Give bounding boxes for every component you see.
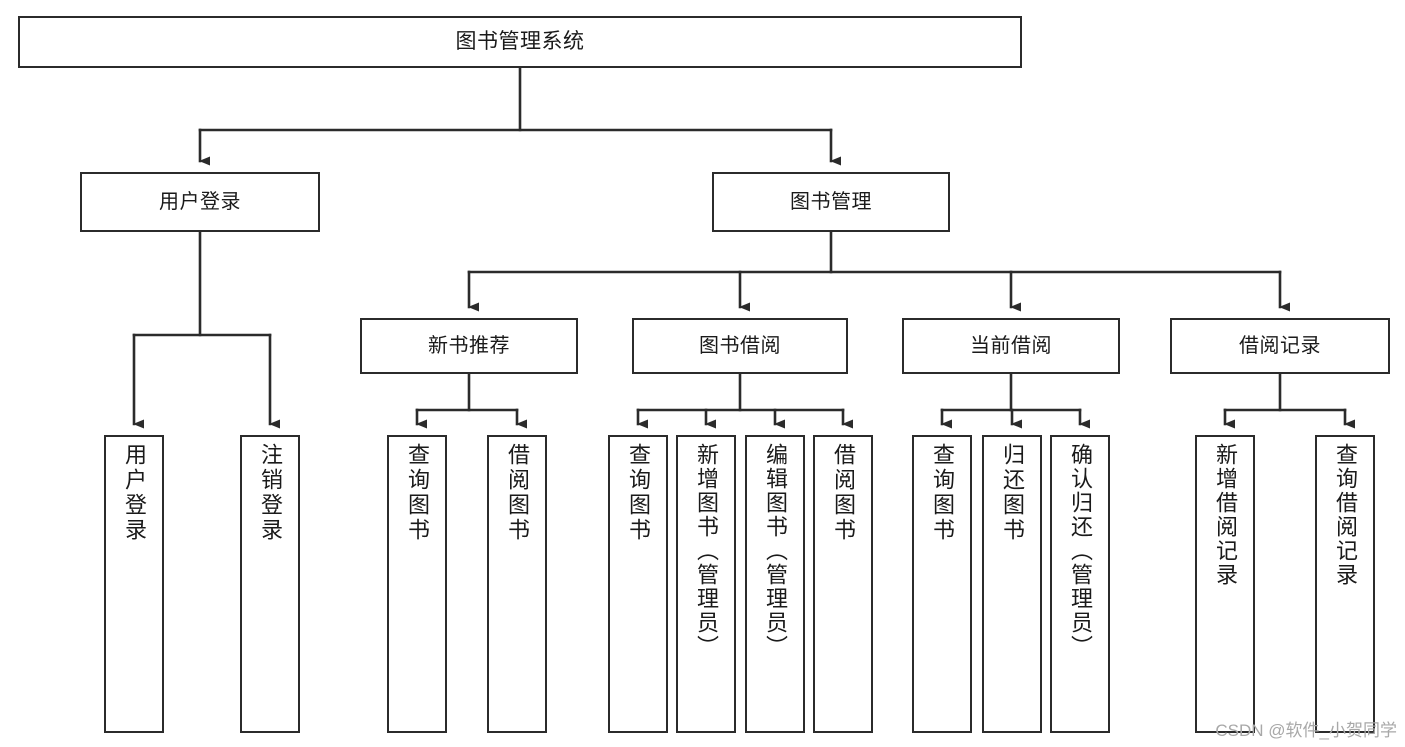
node-leaf-borrow-book-bor[interactable]: 借阅图书: [813, 435, 873, 733]
node-current-borrow-label: 当前借阅: [970, 334, 1052, 357]
node-book-manage-label: 图书管理: [790, 190, 872, 213]
node-leaf-user-login[interactable]: 用户登录: [104, 435, 164, 733]
node-leaf-query-book-bor[interactable]: 查询图书: [608, 435, 668, 733]
node-leaf-add-record-label: 新增借阅记录: [1213, 443, 1238, 587]
node-leaf-user-login-label: 用户登录: [122, 443, 147, 543]
node-leaf-borrow-book-bor-label: 借阅图书: [831, 443, 856, 543]
node-leaf-edit-book[interactable]: 编辑图书（管理员）: [745, 435, 805, 733]
node-leaf-query-book-cur-label: 查询图书: [930, 443, 955, 543]
node-leaf-confirm-return-label: 确认归还（管理员）: [1068, 443, 1093, 659]
node-book-borrow-label: 图书借阅: [699, 334, 781, 357]
node-user-login[interactable]: 用户登录: [80, 172, 320, 232]
node-leaf-edit-book-label: 编辑图书（管理员）: [763, 443, 788, 659]
node-current-borrow[interactable]: 当前借阅: [902, 318, 1120, 374]
node-leaf-query-book-rec-label: 查询图书: [405, 443, 430, 543]
node-book-borrow[interactable]: 图书借阅: [632, 318, 848, 374]
node-user-login-label: 用户登录: [159, 190, 241, 213]
node-leaf-query-book-bor-label: 查询图书: [626, 443, 651, 543]
node-leaf-add-book-label: 新增图书（管理员）: [694, 443, 719, 659]
node-leaf-return-book-label: 归还图书: [1000, 443, 1025, 543]
node-leaf-query-record-label: 查询借阅记录: [1333, 443, 1358, 587]
node-leaf-logout-label: 注销登录: [258, 443, 283, 543]
node-leaf-query-record[interactable]: 查询借阅记录: [1315, 435, 1375, 733]
node-leaf-logout[interactable]: 注销登录: [240, 435, 300, 733]
node-root-system[interactable]: 图书管理系统: [18, 16, 1022, 68]
node-root-label: 图书管理系统: [455, 30, 585, 54]
node-leaf-query-book-cur[interactable]: 查询图书: [912, 435, 972, 733]
node-borrow-record-label: 借阅记录: [1239, 334, 1321, 357]
node-leaf-confirm-return[interactable]: 确认归还（管理员）: [1050, 435, 1110, 733]
node-leaf-add-book[interactable]: 新增图书（管理员）: [676, 435, 736, 733]
node-leaf-add-record[interactable]: 新增借阅记录: [1195, 435, 1255, 733]
node-leaf-return-book[interactable]: 归还图书: [982, 435, 1042, 733]
node-book-manage[interactable]: 图书管理: [712, 172, 950, 232]
node-leaf-borrow-book-rec-label: 借阅图书: [505, 443, 530, 543]
node-new-book-recommend-label: 新书推荐: [428, 334, 510, 357]
node-borrow-record[interactable]: 借阅记录: [1170, 318, 1390, 374]
node-leaf-borrow-book-rec[interactable]: 借阅图书: [487, 435, 547, 733]
node-new-book-recommend[interactable]: 新书推荐: [360, 318, 578, 374]
node-leaf-query-book-rec[interactable]: 查询图书: [387, 435, 447, 733]
